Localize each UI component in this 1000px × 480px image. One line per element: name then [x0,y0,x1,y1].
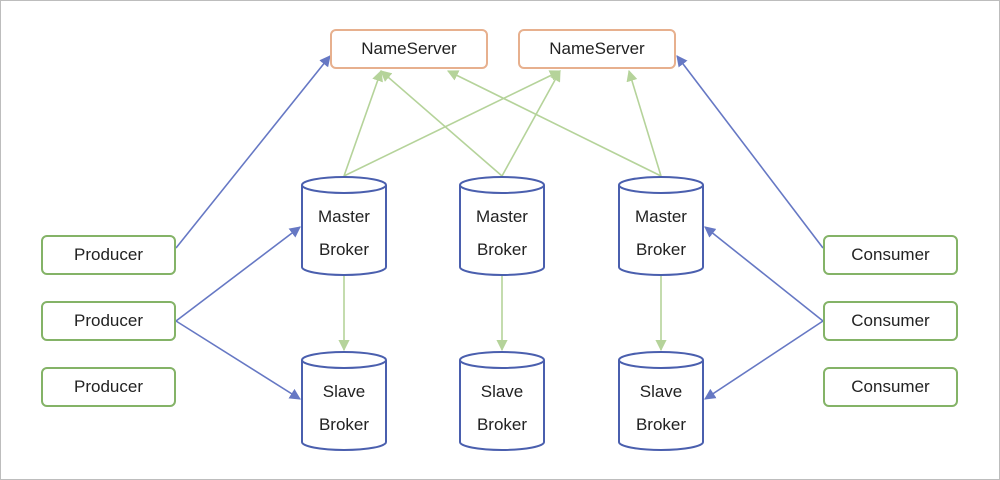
cylinder-shape [301,176,387,276]
edge-m1-to-ns1 [343,69,383,177]
producer-node: Producer [41,367,176,407]
edge-m3-to-ns1 [446,70,662,177]
consumer-node: Consumer [823,301,958,341]
edge-p1-to-ns1 [175,55,331,249]
nameserver-node: NameServer [518,29,676,69]
edge-c2-to-m3 [704,226,824,322]
broker-type-label: Broker [476,240,528,259]
edge-p2-to-m1 [175,226,301,322]
cylinder-shape [301,351,387,451]
edge-p2-to-s1 [175,320,301,400]
broker-role-label: Slave [322,382,366,401]
cylinder-shape [618,176,704,276]
edge-m2-to-ns2 [501,70,561,177]
edge-m1-to-ns2 [343,70,562,177]
edge-c2-to-s3 [704,320,824,400]
broker-role-label: Slave [480,382,524,401]
edge-m3-to-ns2 [626,69,662,177]
broker-role-label: Slave [639,382,683,401]
broker-type-label: Broker [318,415,370,434]
cylinder-shape [459,351,545,451]
broker-type-label: Broker [635,415,687,434]
broker-type-label: Broker [476,415,528,434]
slave-broker-node: Slave Broker [300,351,388,451]
broker-role-label: Master [476,207,528,226]
master-broker-node: Master Broker [617,176,705,276]
broker-role-label: Master [318,207,370,226]
cylinder-shape [618,351,704,451]
master-broker-node: Master Broker [300,176,388,276]
broker-type-label: Broker [635,240,687,259]
slave-broker-node: Slave Broker [458,351,546,451]
producer-node: Producer [41,235,176,275]
consumer-node: Consumer [823,367,958,407]
consumer-node: Consumer [823,235,958,275]
edge-c1-to-ns2 [676,55,824,249]
master-broker-node: Master Broker [458,176,546,276]
edge-m2-to-ns1 [380,70,503,177]
producer-node: Producer [41,301,176,341]
cylinder-shape [459,176,545,276]
nameserver-node: NameServer [330,29,488,69]
broker-role-label: Master [635,207,687,226]
broker-type-label: Broker [318,240,370,259]
slave-broker-node: Slave Broker [617,351,705,451]
